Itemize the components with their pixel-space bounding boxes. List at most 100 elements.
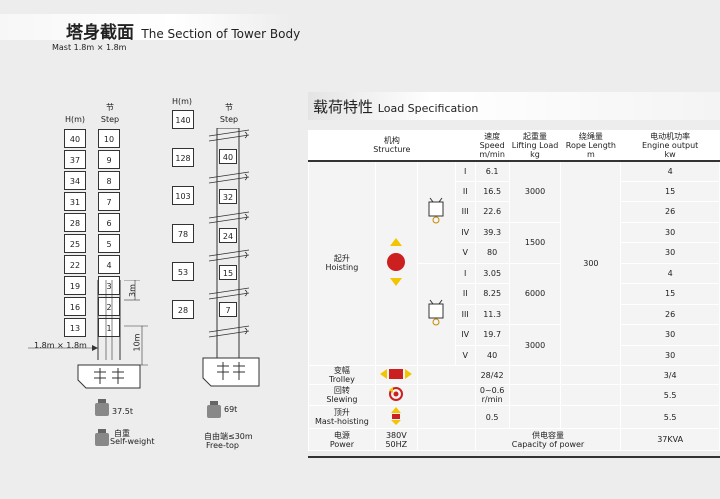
right-height-cell: 78 xyxy=(172,224,194,243)
mast-en: Mast-hoisting xyxy=(314,417,369,426)
hdr-load-en: Lifting Load xyxy=(511,140,559,150)
left-step-label-cn: 节 xyxy=(106,103,114,112)
spec-cell: 15 xyxy=(620,180,720,202)
left-height-cell: 16 xyxy=(64,297,86,316)
spec-cell: II xyxy=(454,180,476,202)
hook-icon-cell-2fall xyxy=(416,160,456,264)
hdr-speed-en: Speed xyxy=(479,140,505,150)
left-height-cell: 25 xyxy=(64,234,86,253)
spec-cell-empty xyxy=(560,405,622,429)
spec-cell-text: 3000 xyxy=(524,187,546,196)
mast-icon-cell xyxy=(374,405,418,429)
spec-cell: III xyxy=(454,303,476,325)
spec-cell: 80 xyxy=(474,242,510,264)
trolley-speed-text: 28/42 xyxy=(480,370,504,380)
spec-header-bar xyxy=(308,92,720,120)
spec-title-cn: 载荷特性 xyxy=(313,98,374,116)
spec-cell-text: 15 xyxy=(665,186,676,196)
capacity-cn: 供电容量 xyxy=(531,430,564,440)
section-title-cn: 塔身截面 xyxy=(66,23,134,43)
spec-cell: 1500 xyxy=(508,221,562,264)
spec-cell-text: 4 xyxy=(667,166,673,176)
left-h-label: H(m) xyxy=(64,115,86,124)
spec-cell: 4 xyxy=(620,262,720,284)
left-step-cell: 6 xyxy=(98,213,120,232)
up-down-arrows-icon xyxy=(387,238,406,287)
spec-cell-text: 37KVA xyxy=(657,435,684,444)
spec-cell-text: 80 xyxy=(487,248,498,258)
spec-cell: 30 xyxy=(620,221,720,243)
spec-cell-text: V xyxy=(462,350,468,360)
spec-cell-empty xyxy=(416,365,476,385)
spec-cell-text: 19.7 xyxy=(483,330,502,340)
section-header-bar xyxy=(0,14,290,40)
hdr-power-en: Engine output xyxy=(641,140,699,150)
spec-row: I 3.05 6000 4 xyxy=(309,262,720,366)
left-step-cell: 9 xyxy=(98,150,120,169)
spec-cell-text: 300 xyxy=(583,258,599,268)
right-weight-value: 69t xyxy=(224,405,238,414)
spec-cell-text: IV xyxy=(461,330,470,340)
right-step-label-en: Step xyxy=(219,115,239,124)
spec-cell: V xyxy=(454,242,476,264)
spec-cell: 6000 xyxy=(508,262,562,325)
spec-cell: 26 xyxy=(620,201,720,223)
left-height-cell: 28 xyxy=(64,213,86,232)
spec-cell-text: 3000 xyxy=(524,340,546,350)
spec-cell: II xyxy=(454,283,476,305)
right-height-cell: 28 xyxy=(172,300,194,319)
spec-cell-text: 3/4 xyxy=(663,370,677,380)
spec-cell-text: II xyxy=(462,289,468,299)
spec-cell-text: III xyxy=(461,207,469,217)
spec-cell-text: III xyxy=(461,309,469,319)
spec-cell: 4 xyxy=(620,160,720,182)
spec-cell: I xyxy=(454,160,476,182)
spec-cell-text: 30 xyxy=(665,248,676,258)
mast-cn: 顶升 xyxy=(333,408,350,417)
hdr-rope-unit: m xyxy=(586,149,595,159)
hdr-structure-cn: 机构 xyxy=(383,136,400,146)
spec-header-row: 机构 Structure 速度 Speed m/min 起重量 Lifting … xyxy=(308,130,720,162)
spec-cell-text: 30 xyxy=(665,227,676,237)
spec-cell-empty xyxy=(416,384,476,406)
spec-title-en: Load Specification xyxy=(377,102,479,115)
spec-cell: 15 xyxy=(620,283,720,305)
hook-block-icon xyxy=(428,299,444,326)
hdr-rope-cn: 绕绳量 xyxy=(578,131,603,141)
spec-cell-text: 8.25 xyxy=(483,289,502,299)
spec-cell: I xyxy=(454,262,476,284)
spec-cell-empty xyxy=(416,428,476,451)
hdr-speed: 速度 Speed m/min xyxy=(474,130,510,162)
left-height-cell: 13 xyxy=(64,318,86,337)
left-height-cell: 34 xyxy=(64,171,86,190)
hook-icon-cell-4fall xyxy=(416,262,456,366)
spec-cell: 3/4 xyxy=(620,365,720,385)
hdr-load-unit: kg xyxy=(530,149,540,159)
left-step-cell: 7 xyxy=(98,192,120,211)
spec-cell-text: 3.05 xyxy=(483,268,502,278)
spec-cell: 3.05 xyxy=(474,262,510,284)
left-tower-base-diagram xyxy=(28,280,148,389)
spec-cell: 19.7 xyxy=(474,324,510,346)
mast-note: Mast 1.8m × 1.8m xyxy=(52,43,127,52)
load-spec-table: 机构 Structure 速度 Speed m/min 起重量 Lifting … xyxy=(308,130,720,451)
hdr-speed-cn: 速度 xyxy=(484,131,501,141)
right-height-cell: 53 xyxy=(172,262,194,281)
spec-cell: 40 xyxy=(474,344,510,366)
spec-cell: 39.3 xyxy=(474,221,510,243)
hoisting-en: Hoisting xyxy=(325,263,359,273)
spec-cell-text: IV xyxy=(461,227,470,237)
spec-cell: 5.5 xyxy=(620,405,720,429)
slewing-cn: 回转 xyxy=(333,386,350,395)
slewing-en: Slewing xyxy=(326,395,358,404)
